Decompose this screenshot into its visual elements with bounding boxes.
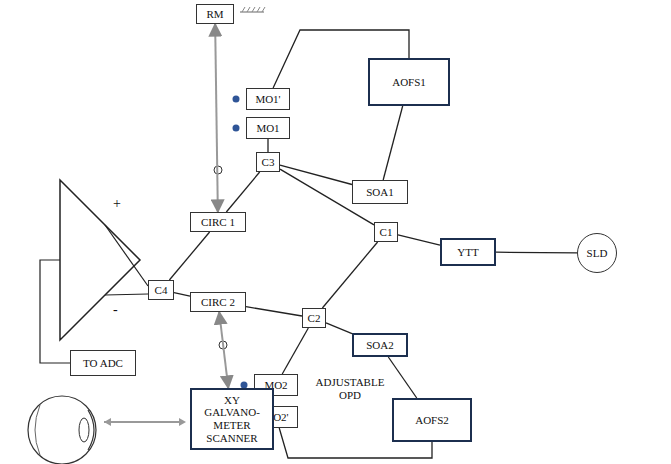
component-box: SOA2 [352,333,408,357]
fiber-connector [398,235,440,245]
polarity-sign: + [112,196,122,212]
eye-lens [79,418,89,442]
beam-path [219,312,228,388]
fiber-connector [246,307,302,316]
eye-outline [28,396,96,464]
component-box: XY GALVANO- METER SCANNER [190,388,274,450]
fiber-connector [169,232,209,280]
fiber-connector [496,252,577,254]
fiber-connector [267,139,268,152]
polarity-sign: - [112,302,119,318]
input-wire [105,294,148,295]
component-box: C4 [148,280,174,300]
component-label: C3 [262,156,275,169]
component-label: SOA2 [366,339,394,352]
fiber-connector [322,242,377,308]
component-box: CIRC 1 [190,212,246,232]
component-box: AOFS2 [392,398,472,442]
component-label: C2 [308,312,321,325]
component-box: RM [196,4,234,24]
fiber-connector [174,293,190,296]
beam-path [215,24,218,212]
component-label: RM [206,8,223,21]
component-label: SLD [587,247,608,260]
component-label: CIRC 1 [201,216,235,229]
component-box: MO1' [246,88,290,110]
component-box: C2 [302,308,326,328]
fiber-connector [226,172,259,212]
component-label: MO1' [255,93,280,106]
component-label: AOFS1 [392,76,426,89]
component-box: YTT [440,238,496,266]
component-box: CIRC 2 [190,292,246,312]
component-box: MO1 [246,117,290,139]
retina [35,405,40,455]
component-box: C3 [256,152,280,172]
component-box: SOA1 [352,180,408,204]
fiber-connector [388,357,416,398]
amplifier-symbol [60,180,140,340]
component-label: C4 [155,284,168,297]
mirror-hatch [242,7,265,12]
fiber-connector [280,165,352,184]
component-box: C1 [374,222,398,242]
component-label: XY GALVANO- METER SCANNER [196,394,268,445]
fiber-connector [326,323,352,334]
component-box: AOFS1 [368,58,450,106]
fiber-connector [383,106,403,180]
component-label: C1 [380,226,393,239]
beam-arrowheads [104,418,186,426]
component-label: TO ADC [83,357,123,370]
component-label: CIRC 2 [201,296,235,309]
output-wire [40,260,70,363]
collimator-dot [233,96,240,103]
scan-beam [104,421,184,423]
component-label: MO1 [256,122,279,135]
fiber-connector [282,328,308,374]
input-wire [105,225,148,286]
component-label: SOA1 [366,186,394,199]
annotation: ADJUSTABLE OPD [312,376,388,401]
component-box: TO ADC [70,350,136,376]
source-circle: SLD [577,233,617,273]
component-label: AOFS2 [415,414,449,427]
component-label: YTT [457,246,478,259]
collimator-dot [233,125,240,132]
